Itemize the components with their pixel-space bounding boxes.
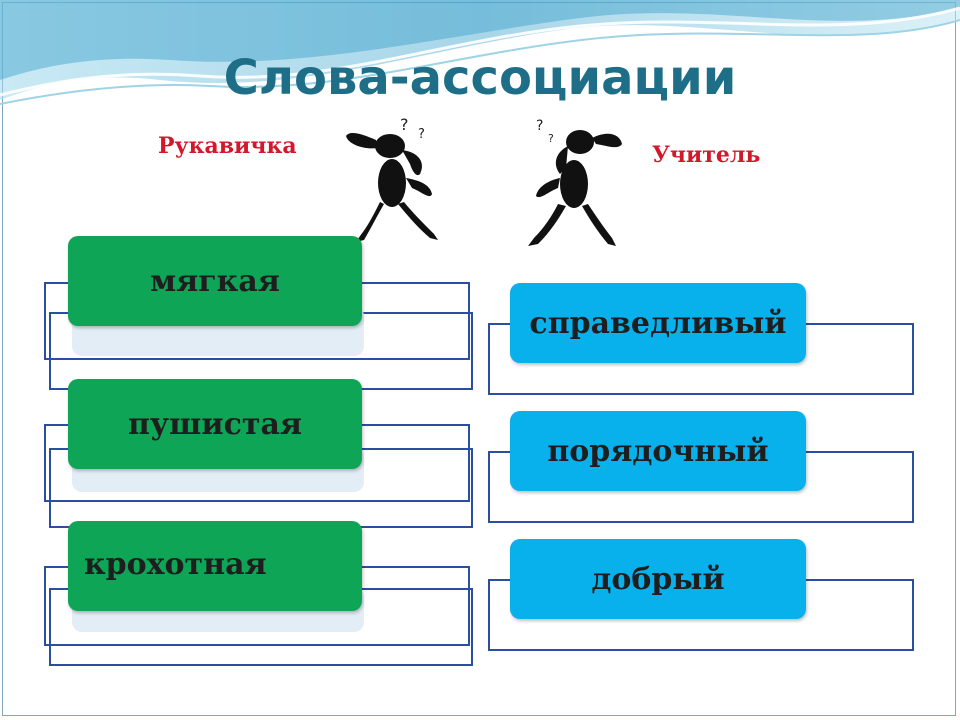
header-wave-decoration	[0, 0, 960, 105]
association-card-mittens-1: мягкая	[68, 236, 362, 326]
slide-title: Слова-ассоциации	[223, 50, 737, 106]
association-card-teacher-3: добрый	[510, 539, 806, 619]
svg-text:?: ?	[536, 118, 543, 134]
association-card-mittens-3: крохотная	[68, 521, 362, 611]
association-card-teacher-2: порядочный	[510, 411, 806, 491]
left-heading-word: Рукавичка	[158, 133, 297, 159]
svg-text:?: ?	[548, 132, 554, 145]
association-card-mittens-2: пушистая	[68, 379, 362, 469]
svg-text:?: ?	[418, 127, 425, 142]
svg-text:?: ?	[400, 115, 409, 134]
association-card-teacher-1: справедливый	[510, 283, 806, 363]
thinking-man-left-icon: ? ?	[338, 108, 443, 246]
right-heading-word: Учитель	[652, 142, 761, 168]
thinking-man-right-icon: ? ?	[508, 108, 630, 254]
